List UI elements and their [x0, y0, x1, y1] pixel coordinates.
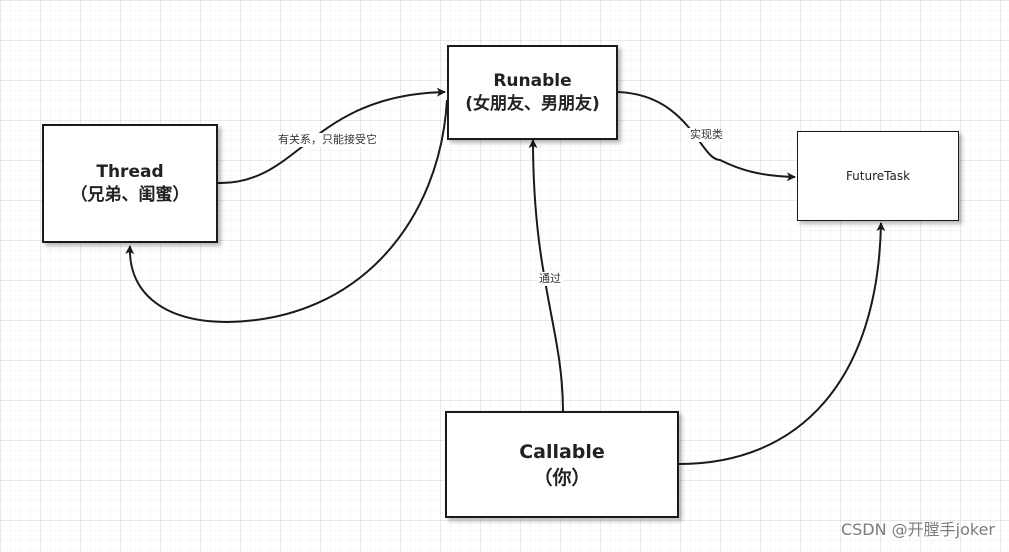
node-callable-title: Callable [519, 440, 605, 463]
edge-runable-to-futuretask [617, 91, 796, 182]
node-runable-subtitle: (女朋友、男朋友) [465, 93, 600, 114]
edge-label-via: 通过 [537, 272, 563, 286]
node-thread[interactable]: Thread （兄弟、闺蜜） [42, 124, 218, 243]
node-thread-title: Thread [96, 161, 164, 182]
node-futuretask-title: FutureTask [845, 169, 911, 183]
edge-callable-to-futuretask [678, 222, 886, 465]
watermark-text: CSDN @开膛手joker [840, 520, 995, 539]
node-thread-subtitle: （兄弟、闺蜜） [70, 184, 190, 205]
edge-label-relation: 有关系，只能接受它 [276, 133, 379, 147]
node-callable[interactable]: Callable （你） [445, 411, 679, 518]
node-callable-subtitle: （你） [533, 466, 591, 489]
edge-callable-to-runable [528, 139, 564, 412]
edge-runable-to-thread [125, 99, 448, 324]
edge-label-implements: 实现类 [688, 128, 725, 142]
node-futuretask[interactable]: FutureTask [797, 131, 959, 221]
node-runable-title: Runable [493, 70, 572, 91]
node-runable[interactable]: Runable (女朋友、男朋友) [447, 45, 618, 140]
